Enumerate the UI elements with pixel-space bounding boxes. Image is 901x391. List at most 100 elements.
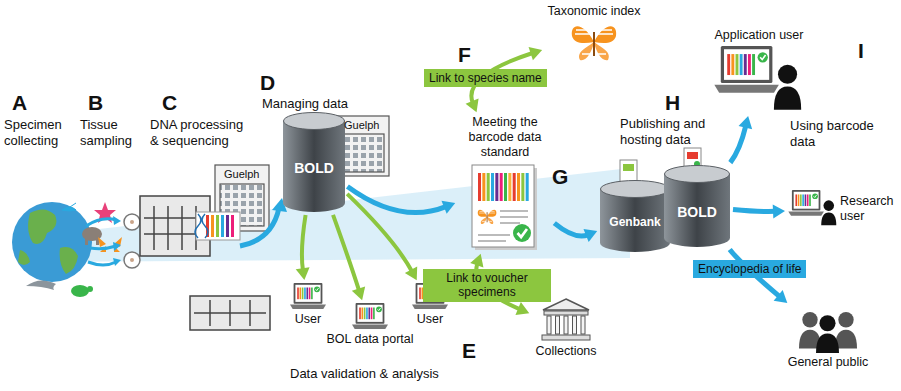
doc-icon-part-part: [486, 212, 488, 222]
research-icon-part: [821, 200, 836, 225]
doc-icon-part: [517, 173, 520, 201]
research-icon-part-part: [823, 200, 834, 211]
laptop-icon-part-part: [295, 285, 320, 302]
people-icon-part-part: [802, 312, 817, 327]
doc-icon-part: [478, 173, 481, 201]
laptop-icon-part-part: [314, 286, 320, 292]
callout-letter: F: [458, 44, 471, 65]
barcode-strip-part: [196, 212, 240, 240]
flow-connector: [302, 215, 306, 270]
arrowhead: [470, 254, 483, 268]
building-icon-part: [556, 316, 560, 334]
laptop-icon-part-part: [359, 308, 361, 320]
callout-letter: A: [12, 92, 27, 113]
laptop-icon-part-part: [297, 288, 299, 300]
appuser-icon-part-part: [774, 87, 801, 110]
node-text: BOLD: [677, 204, 717, 221]
globe: [12, 202, 92, 282]
node-text: BOL data portal: [326, 332, 413, 347]
tissue-samples-part: [124, 214, 140, 230]
butterfly-icon-part: [572, 26, 616, 60]
doc-icon-part: [478, 210, 497, 224]
laptop-icon-part-part: [294, 283, 323, 304]
laptop-icon-part-part: [316, 288, 319, 291]
guelph-building-part: [340, 134, 384, 172]
building-icon-part: [544, 311, 588, 315]
research-icon-part-part-part: [800, 194, 802, 206]
organisms-part: [87, 286, 93, 292]
node-text: User: [295, 312, 321, 327]
laptop-icon-part-part: [290, 305, 326, 310]
guelph-building: [215, 116, 389, 231]
globe-part: [12, 202, 92, 282]
laptop-icon-part-part: [302, 288, 304, 300]
arrowheads-small-part: [113, 258, 121, 266]
butterfly-icon: [570, 22, 618, 62]
doc-icon-part: [521, 173, 524, 201]
laptop-icon-part-part: [373, 308, 375, 320]
stage-label: DNA processing & sequencing: [150, 117, 250, 148]
people-icon-part: [816, 315, 839, 353]
callout-letter: I: [858, 40, 864, 61]
stage-label: Managing data: [262, 96, 348, 112]
appuser-icon-part-part: [778, 65, 797, 84]
research-icon-part-part-part: [807, 194, 809, 206]
database-cylinder-part: [665, 166, 730, 183]
doc-icon-part: [513, 173, 516, 201]
arrowhead: [466, 98, 479, 112]
database-cylinder-part: [284, 113, 345, 130]
node-text: Meeting the barcode data standard: [458, 115, 552, 160]
stage-label: Data validation & analysis: [290, 366, 439, 382]
database-node: BOLD: [283, 112, 345, 212]
stage-label: Specimen collecting: [4, 117, 76, 148]
appuser-icon-part-part-part: [736, 54, 739, 75]
laptop-icon-part-part: [309, 288, 311, 300]
laptop-icon-part-part: [371, 308, 373, 320]
callout-letter: H: [665, 92, 680, 113]
laptop-icon-part: [290, 283, 326, 309]
tissue-samples-part: [130, 220, 134, 224]
data-arrow-c-d: [240, 198, 287, 246]
laptop-icon-part-part: [357, 305, 382, 322]
callout-letter: D: [260, 72, 275, 93]
research-icon-part-part-part: [798, 194, 800, 206]
laptop-icon-part-part: [376, 306, 382, 312]
research-icon-part-part-part: [805, 194, 807, 206]
sequencer-part: [194, 300, 266, 326]
doc-icon-part: [508, 173, 511, 201]
doc-icon-part: [495, 173, 498, 201]
research-icon-part-part: [788, 190, 824, 216]
icon-node: BOL data portal: [322, 303, 418, 347]
laptop-icon-part-part: [306, 288, 308, 300]
laptop-icon-part-part: [300, 288, 302, 300]
laptop-icon: [290, 283, 326, 310]
doc-icon-part: [504, 173, 507, 201]
appuser-icon-part-part-part: [740, 54, 743, 75]
arrowhead: [352, 287, 365, 301]
small-documents-part: [623, 164, 634, 171]
flow-arrows-small-part: [88, 262, 116, 265]
node-text: Collections: [535, 344, 596, 359]
research-icon: [788, 190, 838, 227]
laptop-icon-part-part: [362, 308, 364, 320]
laptop-icon-part-part: [311, 288, 313, 300]
arrowhead: [529, 47, 543, 60]
appuser-icon-part-part-part: [721, 46, 773, 83]
appuser-icon-part-part-part: [760, 55, 765, 60]
laptop-icon-part-part: [368, 308, 370, 320]
callout-letter: B: [88, 92, 103, 113]
appuser-icon-part-part-part: [744, 54, 747, 75]
appuser-icon-part: [714, 46, 779, 93]
barcode-strip-part: [226, 215, 229, 237]
research-icon-part-part-part: [802, 194, 804, 206]
arrowhead: [405, 266, 417, 280]
tissue-samples-part: [130, 258, 134, 262]
laptop-icon-part: [352, 303, 388, 329]
building-icon-part: [573, 316, 577, 334]
stage-label: Using barcode data: [790, 118, 882, 149]
organisms-part: [71, 285, 89, 297]
arrowhead: [773, 204, 785, 218]
doc-icon-part: [491, 173, 494, 201]
laptop-icon-part-part: [352, 325, 388, 330]
